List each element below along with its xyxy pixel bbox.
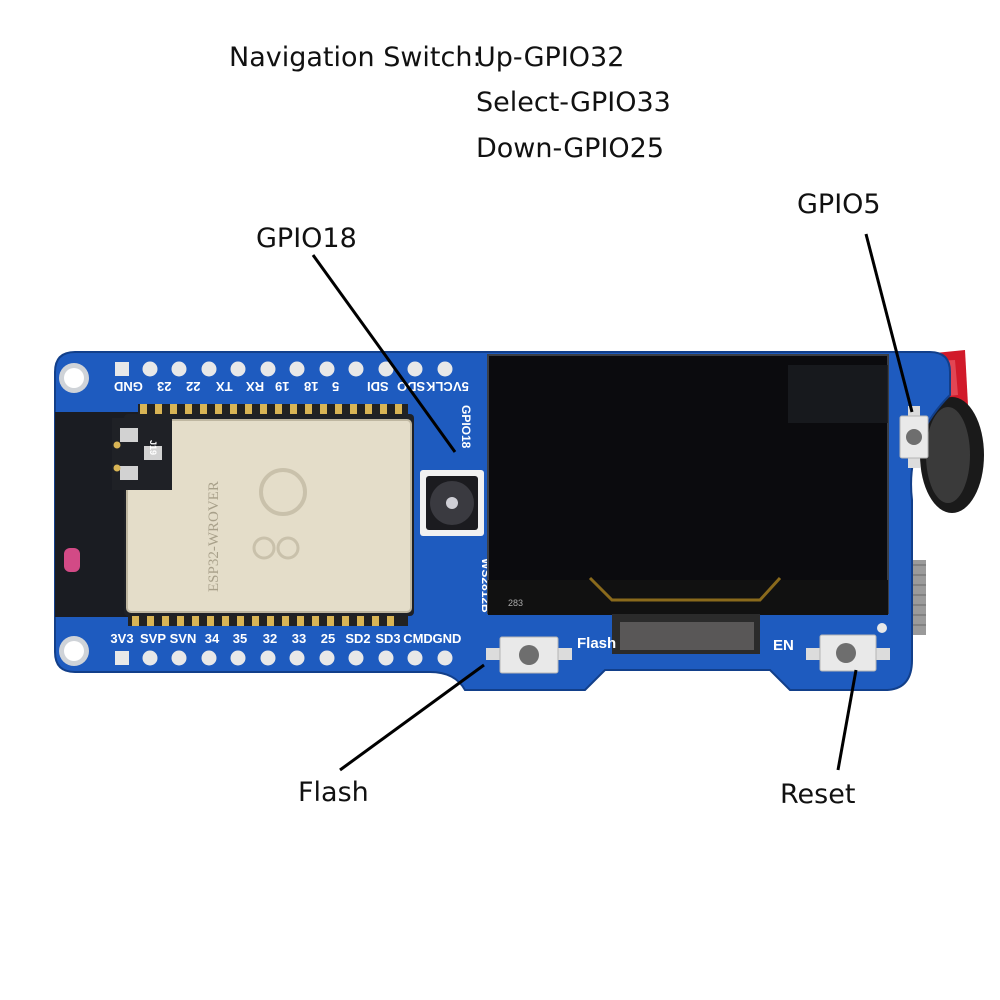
bottom-pin-label: SVN [170, 631, 197, 646]
gpio18-callout-label: GPIO18 [256, 223, 357, 254]
bottom-pin-label: SD2 [345, 631, 370, 646]
navigation-up-label: Up-GPIO32 [476, 42, 625, 73]
bottom-pin-label: SD3 [375, 631, 400, 646]
flash-callout-line [339, 663, 485, 772]
top-pin-label: 5V [453, 379, 469, 394]
top-pin-label: 23 [157, 379, 171, 394]
bottom-pin-label: 33 [292, 631, 306, 646]
pad-mark: J19 [148, 440, 158, 455]
bottom-pin-label: 25 [321, 631, 335, 646]
gpio18-callout-line [311, 254, 457, 453]
bottom-pin-label: 35 [233, 631, 247, 646]
esp32-module: J19 ESP32-WROVER [112, 414, 414, 616]
reset-callout-label: Reset [780, 779, 856, 810]
navigation-select-label: Select-GPIO33 [476, 87, 671, 118]
navigation-title: Navigation Switch: [229, 42, 482, 73]
navigation-down-label: Down-GPIO25 [476, 133, 665, 164]
top-pin-labels: GND 23 22 TX RX 19 18 5 SDI SDO CLK 5V [114, 379, 469, 394]
led-silk-label: GPIO18 [459, 405, 473, 449]
bottom-pin-labels: 3V3 SVP SVN 34 35 32 33 25 SD2 SD3 CMD G… [110, 631, 461, 646]
top-pin-label: 5 [332, 379, 339, 394]
module-castellations [128, 404, 408, 626]
bottom-pin-pads [115, 650, 453, 666]
gpio5-button[interactable] [899, 406, 929, 468]
mounting-hole-bottom-left [59, 636, 89, 666]
top-pin-pads [115, 361, 453, 377]
display-mark: 283 [508, 598, 523, 608]
top-pin-label: 19 [275, 379, 289, 394]
gpio5-callout-line [864, 233, 914, 413]
top-pin-label: RX [246, 379, 264, 394]
top-pin-label: SDI [367, 379, 389, 394]
reset-button[interactable] [806, 634, 890, 672]
module-name: ESP32-WROVER [206, 481, 222, 592]
top-pin-label: CLK [425, 379, 452, 394]
oled-display: 283 [487, 354, 889, 654]
top-pin-label: 18 [304, 379, 318, 394]
bottom-pin-label: CMD [403, 631, 433, 646]
top-pin-label: TX [216, 379, 233, 394]
reset-callout-line [836, 669, 858, 771]
navigation-switch-wheel[interactable] [912, 397, 984, 635]
bottom-pin-label: 32 [263, 631, 277, 646]
mounting-hole-top-left [59, 363, 89, 393]
gpio5-callout-label: GPIO5 [797, 189, 881, 220]
en-silk-label: EN [773, 637, 794, 654]
bottom-pin-label: SVP [140, 631, 166, 646]
flash-button[interactable] [486, 636, 572, 674]
bottom-pin-label: 3V3 [110, 631, 133, 646]
flash-silk-label: Flash [577, 635, 616, 652]
top-pin-label: GND [114, 379, 143, 394]
bottom-pin-label: GND [433, 631, 462, 646]
flash-callout-label: Flash [298, 777, 369, 808]
top-pin-label: 22 [186, 379, 200, 394]
bottom-pin-label: 34 [205, 631, 220, 646]
ce-mark [276, 536, 300, 560]
espressif-logo [259, 468, 307, 516]
